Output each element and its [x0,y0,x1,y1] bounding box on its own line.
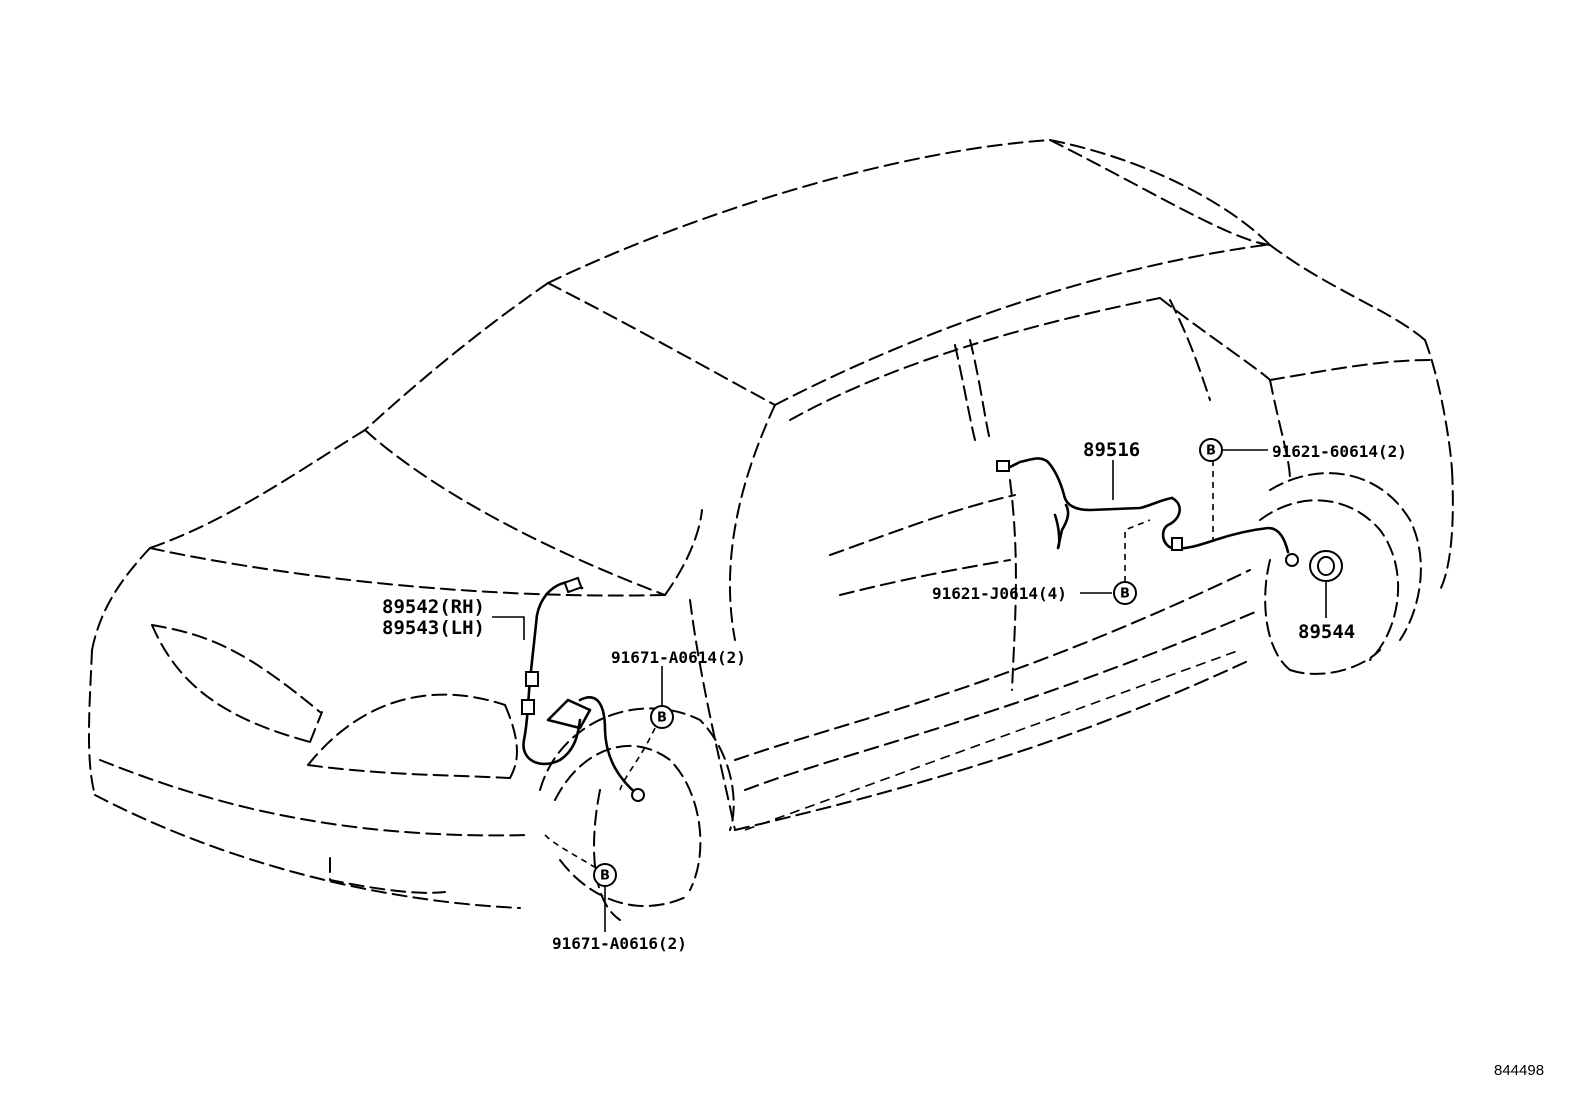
part-label-rear-harness: 89516 [1083,439,1140,461]
bolt-badge: B [1199,438,1223,462]
part-label-bolt-rear-upper: 91621-60614(2) [1272,442,1407,461]
part-label-bolt-front-lower: 91671-A0616(2) [552,934,687,953]
rear-harness [996,457,1299,567]
leader-lines [492,449,1327,932]
bolt-badge: B [650,705,674,729]
bolt-badge: B [1113,581,1137,605]
svg-text:B: B [600,869,610,884]
bolt-badge: B [593,863,617,887]
car-body-outline [87,139,1454,921]
rear-sensor-ring [1309,550,1343,582]
part-label-bolt-front-upper: 91671-A0614(2) [611,648,746,667]
part-label-bolt-rear-lower: 91621-J0614(4) [932,584,1067,603]
diagram-reference-number: 844498 [1494,1062,1544,1079]
part-label-front-sensor-lh: 89543(LH) [382,617,485,639]
part-label-rear-sensor: 89544 [1298,621,1355,643]
svg-text:B: B [1120,587,1130,602]
svg-text:B: B [657,711,667,726]
front-speed-sensor [521,576,645,802]
svg-text:B: B [1206,444,1216,459]
part-label-front-sensor-rh: 89542(RH) [382,596,485,618]
